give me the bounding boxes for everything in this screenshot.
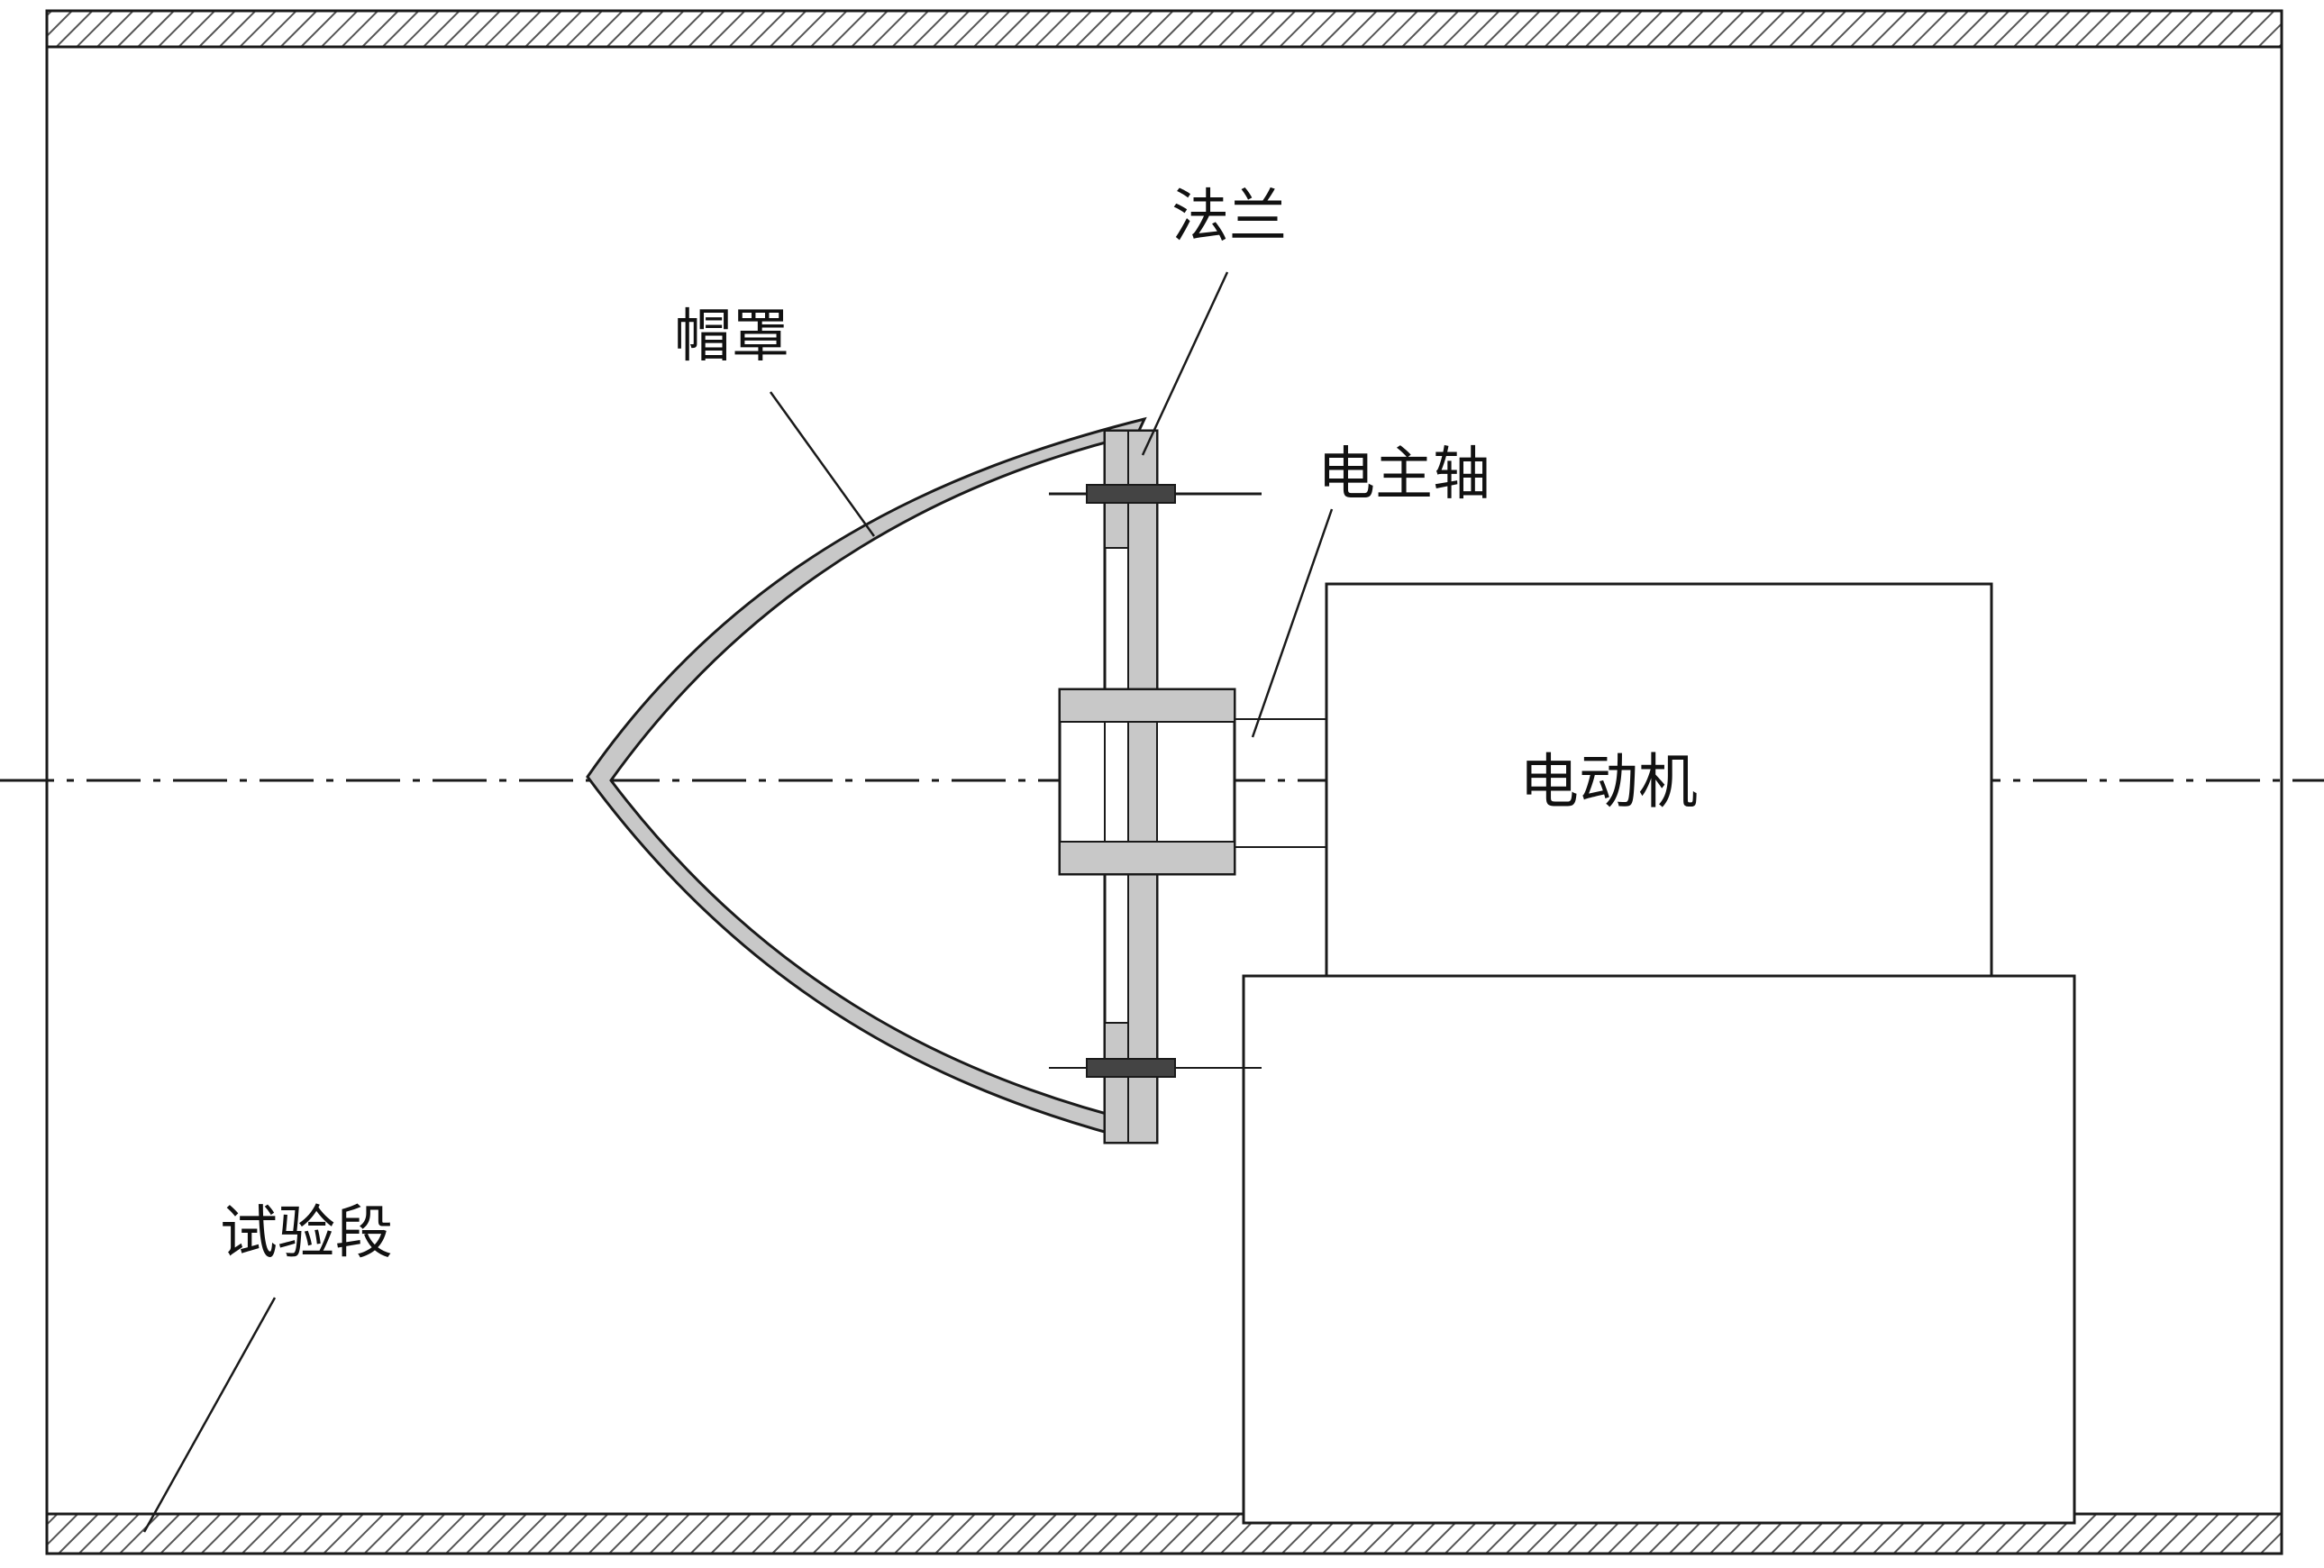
label-cap: 帽罩 [674, 304, 789, 370]
label-spindle: 电主轴 [1317, 442, 1490, 508]
hub [1058, 688, 1236, 876]
label-test-section: 试验段 [220, 1200, 393, 1267]
leader-test-section [142, 1297, 277, 1533]
label-flange: 法兰 [1171, 184, 1287, 251]
lower-bolt [1049, 1058, 1262, 1078]
top-wall [45, 9, 2283, 49]
spindle-shaft [1235, 718, 1326, 848]
upper-bolt [1049, 484, 1262, 504]
leader-flange [1141, 271, 1229, 456]
leader-spindle [1251, 508, 1334, 738]
label-motor: 电动机 [1519, 747, 1698, 816]
leader-cap [769, 391, 876, 537]
motor-lower-box [1242, 974, 2076, 1525]
